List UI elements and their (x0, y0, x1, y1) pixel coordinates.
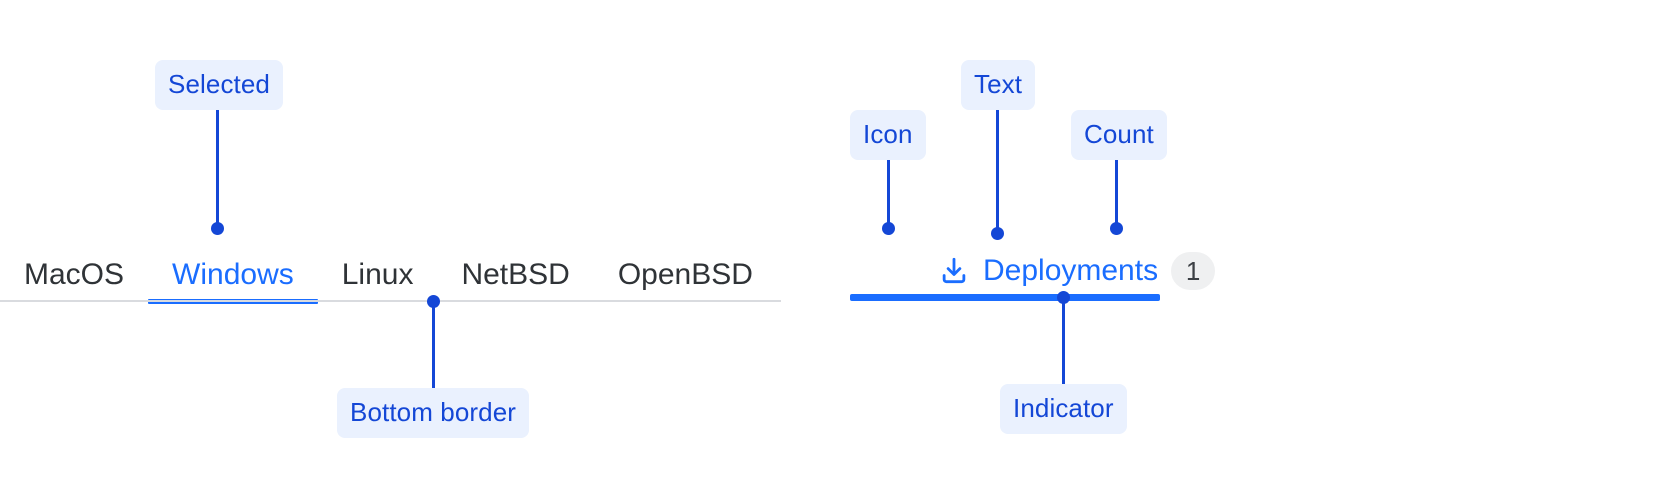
tab-deployments-label: Deployments (983, 254, 1159, 287)
tab-group-bottom-border (0, 300, 781, 302)
tab-deployments[interactable]: Deployments 1 (850, 248, 1216, 294)
leader-line-count (1115, 160, 1118, 228)
leader-line-icon (887, 160, 890, 228)
download-icon (938, 255, 970, 287)
tab-openbsd-label: OpenBSD (617, 258, 753, 291)
leader-line-selected (216, 110, 219, 228)
os-tab-group[interactable]: MacOS Windows Linux NetBSD OpenBSD (0, 248, 781, 304)
leader-line-text (996, 110, 999, 232)
leader-dot-count (1110, 222, 1123, 235)
tab-macos-label: MacOS (24, 258, 125, 291)
tab-linux-label: Linux (341, 258, 414, 291)
callout-count: Count (1071, 110, 1167, 160)
tab-openbsd[interactable]: OpenBSD (594, 248, 777, 302)
tab-netbsd-label: NetBSD (461, 258, 570, 291)
callout-selected: Selected (155, 60, 283, 110)
tab-linux[interactable]: Linux (318, 248, 438, 302)
leader-dot-icon (882, 222, 895, 235)
tab-macos[interactable]: MacOS (0, 248, 148, 302)
callout-indicator: Indicator (1000, 384, 1127, 434)
callout-icon: Icon (850, 110, 926, 160)
callout-text: Text (961, 60, 1036, 110)
tab-windows[interactable]: Windows (148, 248, 318, 304)
deployments-tab-group[interactable]: Deployments 1 (850, 248, 1216, 301)
leader-dot-text (991, 227, 1004, 240)
tab-selected-indicator (850, 294, 1160, 301)
leader-dot-selected (211, 222, 224, 235)
leader-line-indicator (1062, 297, 1065, 384)
leader-line-bottom-border (432, 301, 435, 389)
callout-bottom-border: Bottom border (337, 388, 530, 438)
tab-deployments-count-badge: 1 (1171, 252, 1216, 290)
tab-netbsd[interactable]: NetBSD (437, 248, 593, 302)
tab-windows-label: Windows (172, 258, 294, 291)
